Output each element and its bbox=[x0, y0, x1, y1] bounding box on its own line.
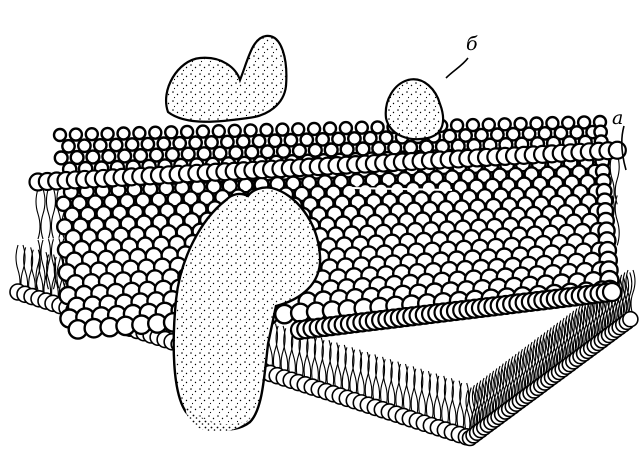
lipid-head bbox=[603, 283, 621, 301]
lipid-head bbox=[133, 127, 145, 139]
lipid-head bbox=[102, 128, 114, 140]
lipid-head bbox=[189, 137, 201, 149]
lipid-head bbox=[181, 126, 193, 138]
lipid-head bbox=[78, 140, 90, 152]
lipid-head bbox=[261, 124, 273, 136]
lipid-tail bbox=[437, 376, 441, 426]
lipid-head bbox=[54, 129, 66, 141]
lipid-head bbox=[62, 140, 74, 152]
lipid-head bbox=[324, 123, 336, 135]
lipid-head bbox=[205, 136, 217, 148]
lipid-head bbox=[142, 138, 154, 150]
lipid-tail bbox=[429, 374, 433, 424]
lipid-tail bbox=[460, 383, 464, 433]
lipid-head bbox=[55, 152, 68, 165]
lipid-head bbox=[213, 125, 225, 137]
leader-line-b bbox=[446, 58, 468, 78]
upper-leaflet-heads bbox=[30, 116, 626, 339]
lipid-head bbox=[158, 138, 170, 150]
lipid-head bbox=[86, 128, 98, 140]
lipid-head bbox=[70, 129, 82, 141]
lipid-head bbox=[276, 124, 288, 136]
lipid-tail bbox=[46, 188, 50, 238]
lipid-head bbox=[118, 128, 130, 140]
lipid-tail bbox=[51, 188, 55, 238]
lipid-head bbox=[623, 312, 638, 327]
lipid-tail bbox=[41, 189, 45, 239]
label-b: б bbox=[466, 33, 478, 55]
lipid-head bbox=[340, 122, 352, 134]
lipid-head bbox=[197, 126, 209, 138]
lipid-tail bbox=[452, 381, 456, 431]
lipid-head bbox=[165, 126, 177, 138]
label-a: a bbox=[612, 107, 623, 129]
lipid-tail bbox=[36, 189, 40, 239]
lipid-head bbox=[149, 127, 161, 139]
surface-protein-left bbox=[166, 36, 286, 122]
lipid-head bbox=[94, 139, 106, 151]
surface-protein-right bbox=[386, 79, 443, 139]
lipid-tail bbox=[444, 378, 448, 428]
lipid-head bbox=[126, 138, 138, 150]
lipid-head bbox=[110, 139, 122, 151]
lipid-head bbox=[245, 124, 257, 136]
lipid-head bbox=[229, 125, 241, 137]
